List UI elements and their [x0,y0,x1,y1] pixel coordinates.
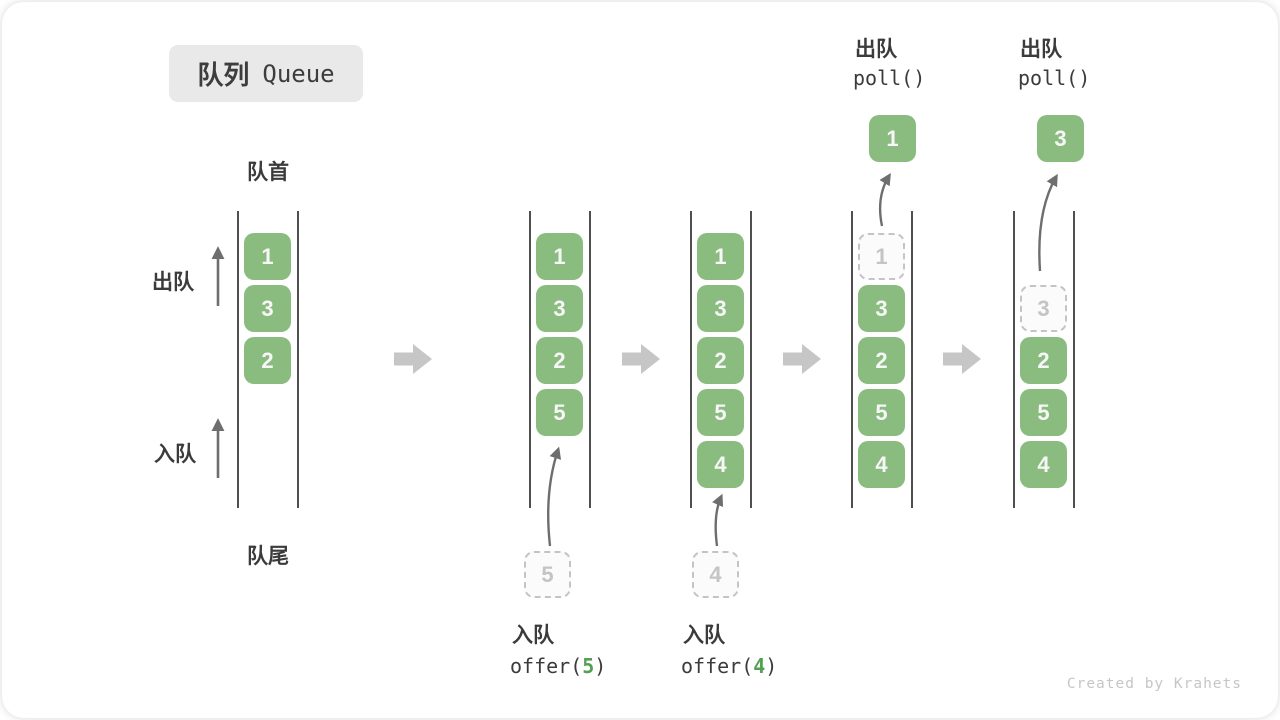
diagram-title: 队列 Queue [169,45,363,102]
code-arg: 5 [582,654,595,678]
queue-item: 5 [536,389,583,436]
queue-item: 4 [1020,441,1067,488]
code-fn: offer( [510,654,583,678]
queue-item: 1 [697,233,744,280]
title-en: Queue [262,59,335,88]
queue-item: 2 [858,337,905,384]
queue-item: 5 [1020,389,1067,436]
enqueue-op-code: offer(4) [681,654,777,678]
code-close: ) [594,654,607,678]
enqueue-op-label: 入队 [512,624,554,647]
watermark-credit: Created by Krahets [1066,676,1242,692]
dequeue-op-code: poll() [853,66,926,90]
queue-item: 4 [697,441,744,488]
queue-item: 3 [858,285,905,332]
queue-item: 1 [536,233,583,280]
dequeued-item: 3 [1037,115,1084,162]
queue-item: 3 [244,285,291,332]
queue-item: 2 [244,337,291,384]
queue-item: 2 [697,337,744,384]
enqueue-op-label: 入队 [683,624,725,647]
queue-wall [911,211,913,508]
queue-item: 3 [536,285,583,332]
dequeued-item-ghost: 1 [858,233,905,280]
queue-wall [237,211,239,508]
queue-wall [750,211,752,508]
dequeued-item-ghost: 3 [1020,285,1067,332]
code-close: ) [765,654,778,678]
pending-item-ghost: 4 [692,551,739,598]
queue-item: 1 [244,233,291,280]
queue-wall [1073,211,1075,508]
queue-item: 5 [858,389,905,436]
queue-wall [529,211,531,508]
enqueue-op-code: offer(5) [510,654,606,678]
enqueue-direction-label: 入队 [154,443,196,466]
pending-item-ghost: 5 [524,551,571,598]
queue-item: 2 [536,337,583,384]
queue-item: 4 [858,441,905,488]
dequeue-op-label: 出队 [855,38,897,61]
dequeued-item: 1 [869,115,916,162]
queue-wall [690,211,692,508]
dequeue-op-code: poll() [1018,66,1091,90]
queue-wall [1013,211,1015,508]
queue-item: 5 [697,389,744,436]
queue-item: 2 [1020,337,1067,384]
queue-rear-label: 队尾 [247,545,289,568]
dequeue-direction-label: 出队 [152,271,194,294]
queue-wall [851,211,853,508]
queue-wall [589,211,591,508]
code-fn: offer( [681,654,754,678]
queue-wall [297,211,299,508]
code-arg: 4 [753,654,766,678]
queue-front-label: 队首 [247,161,289,184]
dequeue-op-label: 出队 [1020,38,1062,61]
queue-item: 3 [697,285,744,332]
title-zh: 队列 [197,60,250,90]
